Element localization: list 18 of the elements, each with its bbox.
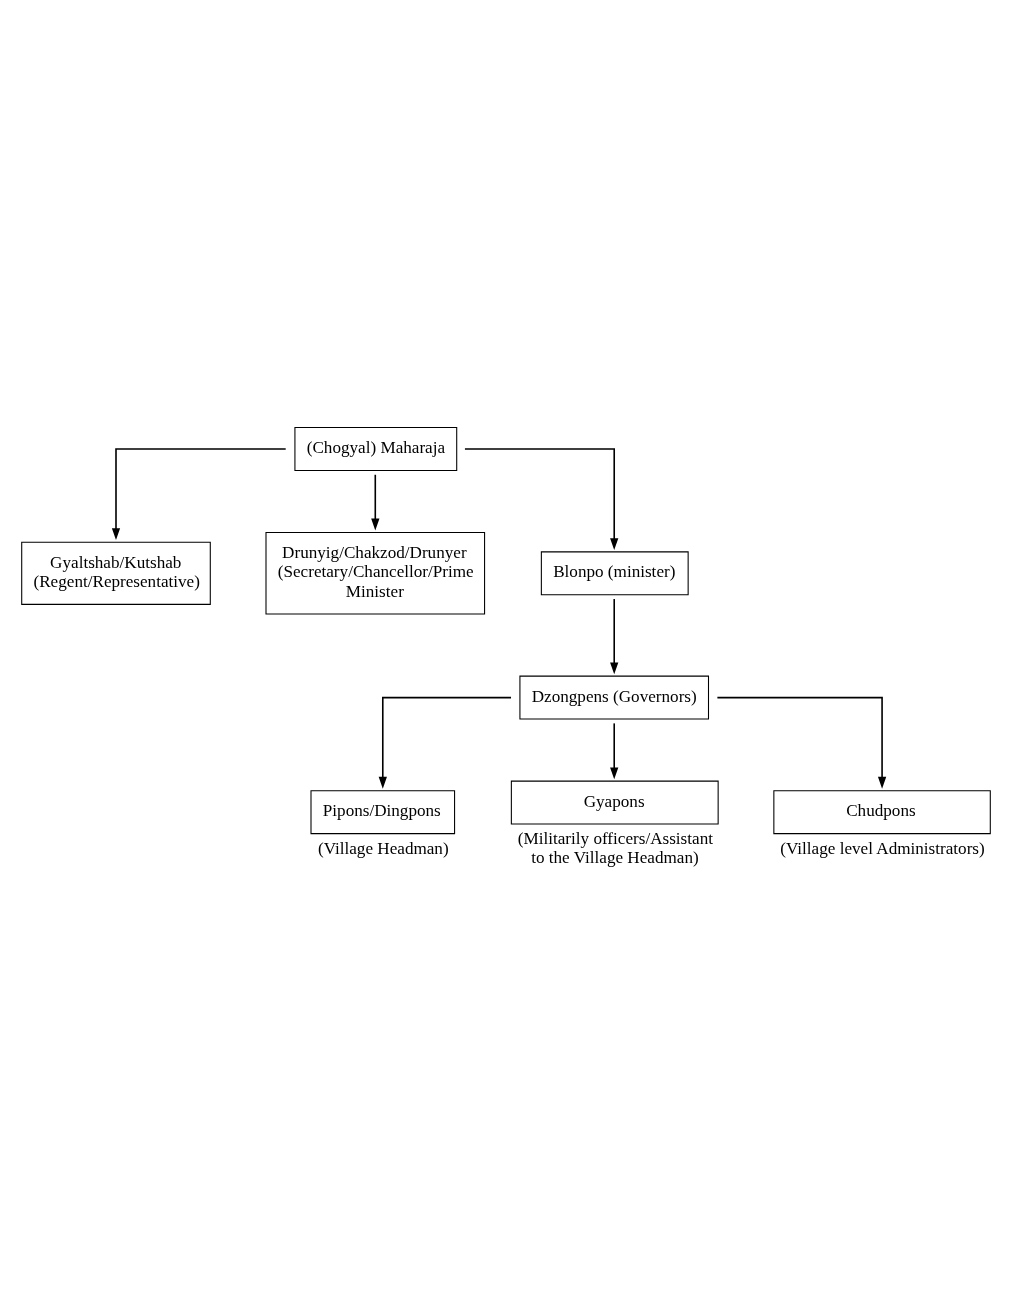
node-box: (Chogyal) Maharaja (294, 427, 458, 471)
node-box: Chudpons (773, 790, 991, 835)
arrow (371, 473, 380, 531)
node-label: (Village level Administrators) (780, 838, 985, 858)
arrow (610, 722, 619, 780)
arrow (464, 448, 619, 550)
arrow (716, 696, 887, 789)
arrow (111, 448, 287, 541)
arrow (378, 696, 512, 789)
arrow (610, 598, 619, 675)
node-box: Pipons/Dingpons (310, 790, 456, 835)
node-box: Dzongpens (Governors) (519, 675, 710, 720)
node-box: Drunyig/Chakzod/Drunyer (Secretary/Chancellor/Prime Minister (265, 532, 486, 615)
node-box: Blonpo (minister) (540, 551, 689, 596)
node-box: Gyaltshab/Kutshab (Regent/Representative) (21, 541, 211, 605)
node-label: (Village Headman) (317, 838, 449, 858)
node-label: (Militarily officers/Assistant to the Village Headman) (517, 829, 713, 868)
node-box: Gyapons (510, 780, 719, 825)
